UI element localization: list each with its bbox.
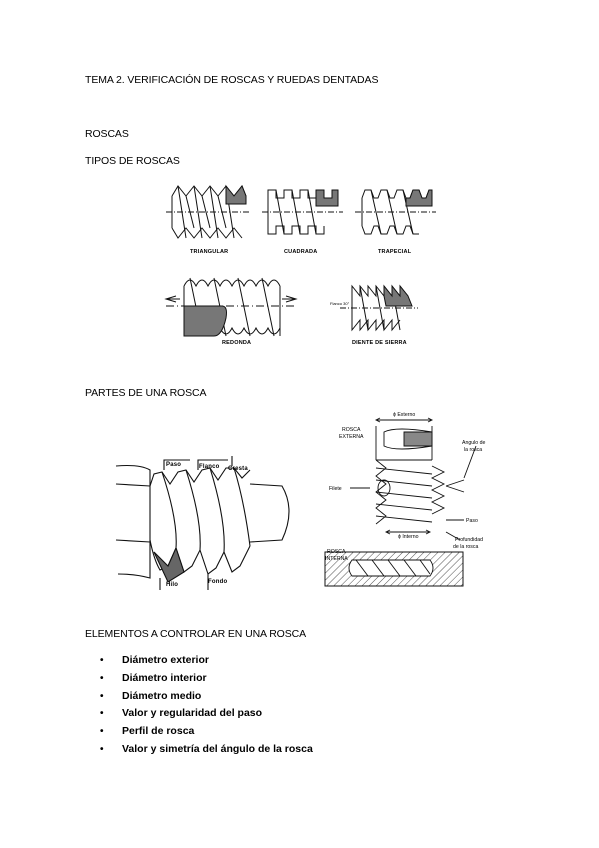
label-triangular: TRIANGULAR (190, 249, 228, 255)
round-thread-drawing (164, 277, 298, 337)
subsection-heading-partes: PARTES DE UNA ROSCA (85, 387, 207, 399)
trapezoidal-thread-drawing (355, 189, 436, 235)
bullet-icon: • (100, 708, 104, 720)
bullet-icon: • (100, 655, 104, 666)
page-title: TEMA 2. VERIFICACIÓN DE ROSCAS Y RUEDAS … (85, 74, 379, 86)
buttress-thread-drawing (340, 284, 418, 332)
label-profundidad-1: Profundidad (455, 537, 483, 543)
label-cuadrada: CUADRADA (284, 249, 317, 255)
label-cresta: Cresta (228, 466, 248, 472)
label-externo: ϕ Externo (393, 412, 415, 418)
label-angulo-1: Angulo de (462, 440, 485, 446)
list-item: •Valor y regularidad del paso (100, 705, 313, 723)
bullet-icon: • (100, 690, 104, 702)
label-paso-right: Paso (466, 518, 478, 524)
label-filete: Filete (329, 486, 342, 492)
list-item: •Diámetro exterior (100, 652, 313, 670)
section-heading-roscas: ROSCAS (85, 128, 129, 140)
label-diente-sierra: DIENTE DE SIERRA (352, 340, 407, 346)
label-rosca-interna-2: INTERNA (325, 556, 348, 562)
bullet-icon: • (100, 743, 104, 755)
label-rosca-externa-1: ROSCA (342, 427, 361, 433)
label-redonda: REDONDA (222, 340, 251, 346)
elements-list: •Diámetro exterior •Diámetro interior •D… (100, 652, 313, 759)
bullet-icon: • (100, 672, 104, 684)
square-thread-drawing (262, 189, 343, 235)
label-angulo-2: la rosca (464, 447, 482, 453)
bullet-icon: • (100, 726, 104, 738)
label-paso-left: Paso (166, 462, 181, 468)
label-rosca-externa-2: EXTERNA (339, 434, 364, 440)
list-item: •Diámetro medio (100, 688, 313, 706)
subsection-heading-tipos: TIPOS DE ROSCAS (85, 155, 180, 167)
label-trapecial: TRAPECIAL (378, 249, 412, 255)
label-flanco: Flanco (199, 464, 220, 470)
list-item: •Diámetro interior (100, 670, 313, 688)
list-item: •Perfil de rosca (100, 723, 313, 741)
label-sierra-note: Flanco 30° (330, 301, 350, 306)
label-rosca-interna-1: ROSCA (327, 549, 346, 555)
label-interno: ϕ Interno (398, 534, 419, 540)
label-profundidad-2: de la rosca (453, 544, 478, 550)
triangular-thread-drawing (166, 184, 250, 239)
subsection-heading-elementos: ELEMENTOS A CONTROLAR EN UNA ROSCA (85, 628, 307, 640)
label-hilo: Hilo (166, 582, 178, 588)
label-fondo: Fondo (208, 579, 227, 585)
list-item: •Valor y simetría del ángulo de la rosca (100, 741, 313, 759)
